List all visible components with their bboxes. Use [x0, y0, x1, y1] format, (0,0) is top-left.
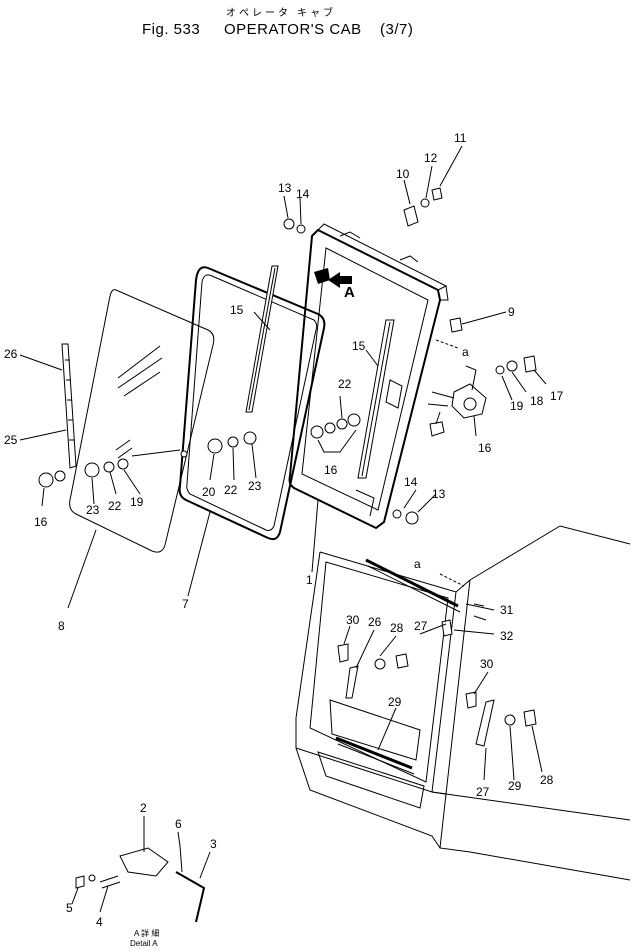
block-9: [449, 317, 463, 333]
link-a-markers: a a: [414, 339, 469, 587]
callout-13-lower: 13: [432, 487, 446, 501]
callout-22-center: 22: [338, 377, 352, 391]
hardware-group: [38, 187, 537, 747]
callout-31: 31: [500, 603, 514, 617]
callout-26-lower: 27: [476, 785, 490, 799]
callout-8: 8: [58, 619, 65, 633]
callout-32: 32: [500, 629, 514, 643]
part-stick-24-25: [61, 343, 77, 469]
callout-28-upper: 28: [390, 621, 404, 635]
callout-30-upper: 30: [346, 613, 360, 627]
callout-10: 10: [396, 167, 410, 181]
part-rail-29: [335, 736, 415, 775]
callout-27-upper: 27: [414, 619, 428, 633]
callout-4: 4: [96, 915, 103, 929]
callout-11: 11: [454, 131, 467, 145]
part-seal-frame-7: [178, 266, 326, 541]
washer-14-upper: [296, 224, 306, 234]
part-rail-31: [365, 558, 487, 621]
detail-a-assembly: [75, 845, 206, 923]
callout-14-upper: 14: [296, 187, 310, 201]
washer-18: [506, 360, 518, 372]
link-a-upper: a: [462, 345, 469, 359]
callout-16-left: 16: [34, 515, 48, 529]
sheet-indicator: (3/7): [380, 21, 413, 38]
callout-24: 25: [4, 433, 18, 447]
part-glass-8: [69, 289, 215, 553]
callout-1: 1: [306, 573, 313, 587]
callout-29: 29: [388, 695, 402, 709]
callout-15-left: 15: [230, 303, 244, 317]
figure-number: Fig. 533: [142, 21, 200, 38]
callout-15-right: 15: [352, 339, 366, 353]
callouts: 13 14 10 12 11 9 15 15 17 18 19 22 16 16…: [4, 131, 564, 929]
title-kana: オペレータ キャブ: [226, 6, 336, 19]
callout-12: 12: [424, 151, 438, 165]
detail-label-en: Detail A: [130, 939, 158, 948]
callout-16-right: 16: [478, 441, 492, 455]
callout-9: 9: [508, 305, 515, 319]
detail-label-jp: A 詳 細: [134, 928, 159, 938]
view-a-label: A: [344, 284, 355, 301]
callout-23-left: 23: [86, 503, 100, 517]
callout-16-center: 16: [324, 463, 338, 477]
nut-13-upper: [283, 218, 295, 230]
callout-22-left: 22: [108, 499, 122, 513]
callout-20: 19: [130, 495, 144, 509]
callout-25: 26: [4, 347, 18, 361]
part-rail-15-left: [245, 265, 279, 413]
callout-22-mid: 22: [224, 483, 238, 497]
callout-17: 17: [550, 389, 564, 403]
callout-13-upper: 13: [278, 181, 292, 195]
cab-body: [295, 525, 631, 881]
callout-21: 20: [202, 485, 216, 499]
callout-23-mid: 23: [248, 479, 262, 493]
view-a-arrow: A: [328, 272, 355, 301]
part-rail-15-right: [357, 319, 395, 479]
figure-title: OPERATOR'S CAB: [224, 21, 362, 38]
callout-27-lower: 28: [540, 773, 554, 787]
callout-5: 5: [66, 901, 73, 915]
callout-28-lower: 29: [508, 779, 522, 793]
part-door-frame-1: [288, 223, 449, 530]
bolt-17: [523, 355, 537, 373]
callout-3: 3: [210, 837, 217, 851]
callout-30-lower: 30: [480, 657, 494, 671]
callout-19: 19: [510, 399, 524, 413]
callout-7: 7: [182, 597, 189, 611]
leader-lines: [19, 145, 547, 913]
callout-18: 18: [530, 394, 544, 408]
clip-10: [403, 205, 419, 227]
callout-6: 6: [175, 817, 182, 831]
washer-19: [495, 365, 505, 375]
callout-26-upper: 26: [368, 615, 382, 629]
washer-12: [420, 198, 430, 208]
link-a-lower: a: [414, 557, 421, 571]
bolt-11: [431, 187, 443, 201]
callout-2: 2: [140, 801, 147, 815]
callout-14-lower: 14: [404, 475, 418, 489]
part-latch-16-right: [427, 365, 487, 437]
